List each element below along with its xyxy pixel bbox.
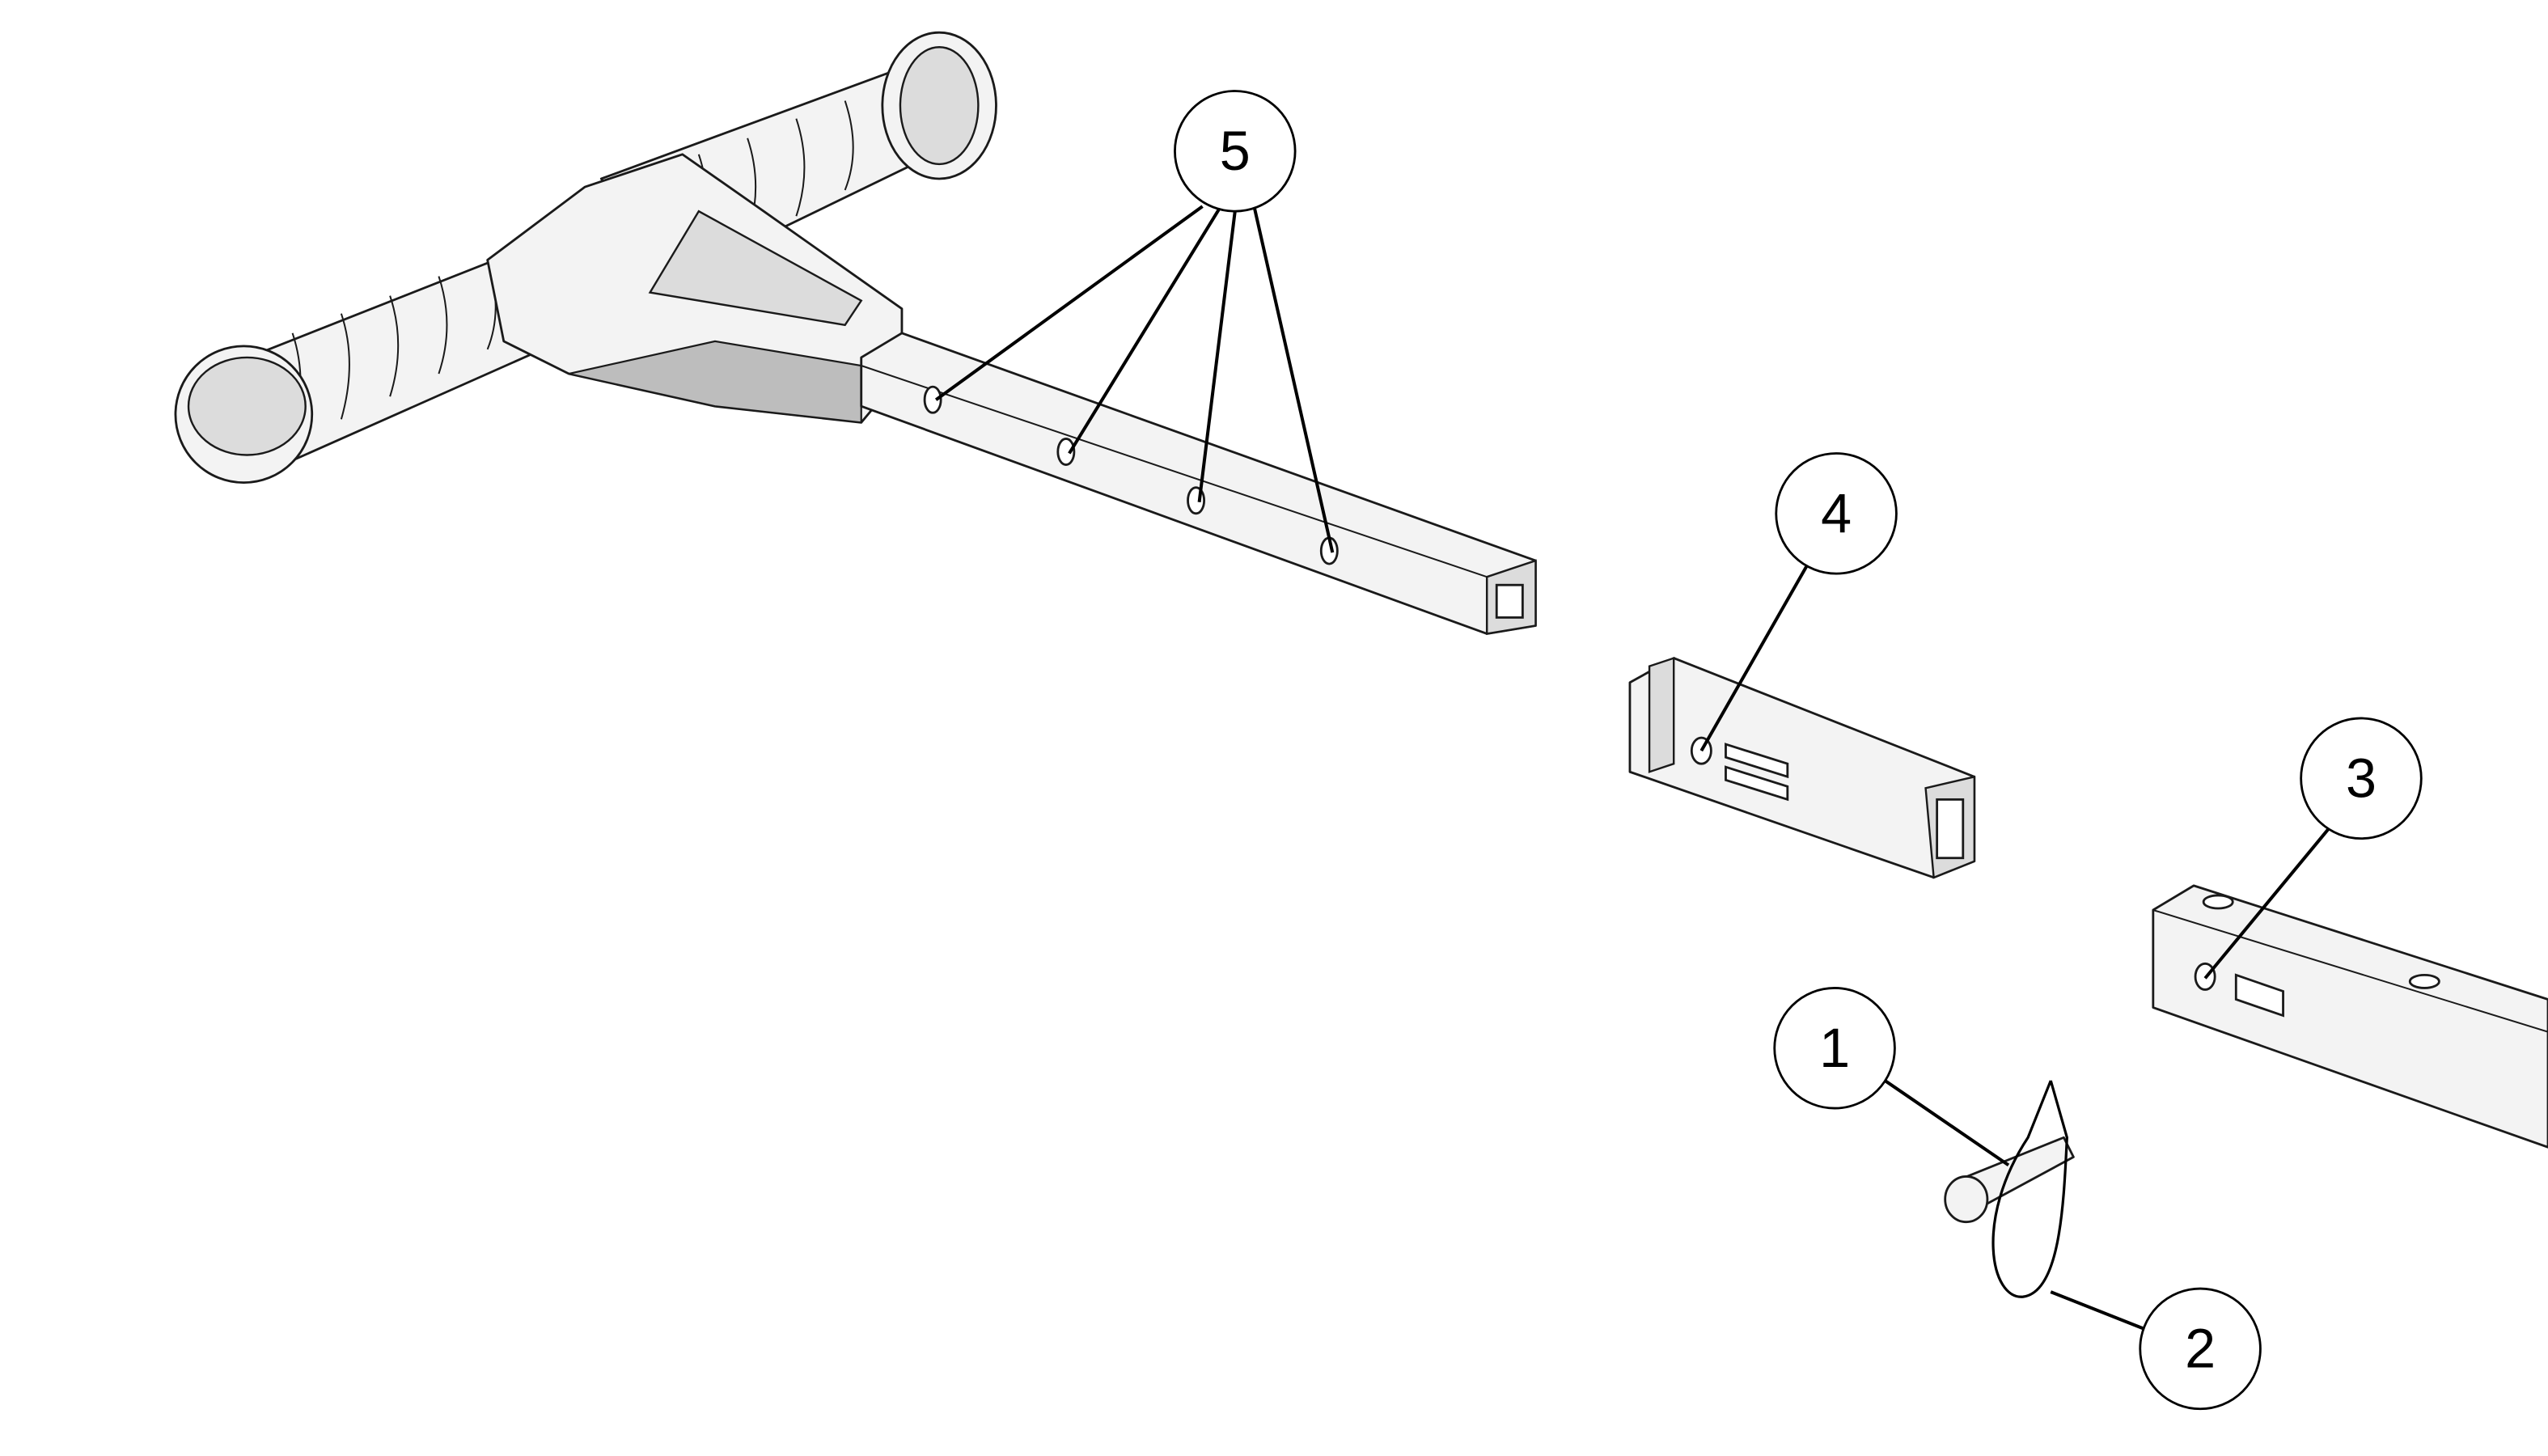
clevis-pin [1944,1136,2075,1224]
coupler-sleeve [1628,656,1976,879]
left-grip [174,242,562,485]
callout-2: 2 [2050,1287,2262,1411]
callout-3: 3 [2203,717,2423,980]
callout-1: 1 [1773,987,2010,1167]
callout-4: 4 [1699,452,1898,752]
callout-label: 1 [1819,1018,1850,1079]
lower-tube [2152,884,2548,1149]
callout-label: 3 [2346,747,2377,809]
callout-5: 5 [934,90,1335,553]
callout-label: 4 [1821,483,1852,544]
spring-clip [1991,1080,2068,1298]
handle-body [486,153,904,424]
t-handle [174,31,997,485]
upper-tube [860,332,1537,635]
callout-label: 2 [2185,1318,2216,1379]
callout-label: 5 [1220,121,1251,182]
adjustment-hole [1056,438,1076,466]
adjustment-hole [923,385,942,414]
